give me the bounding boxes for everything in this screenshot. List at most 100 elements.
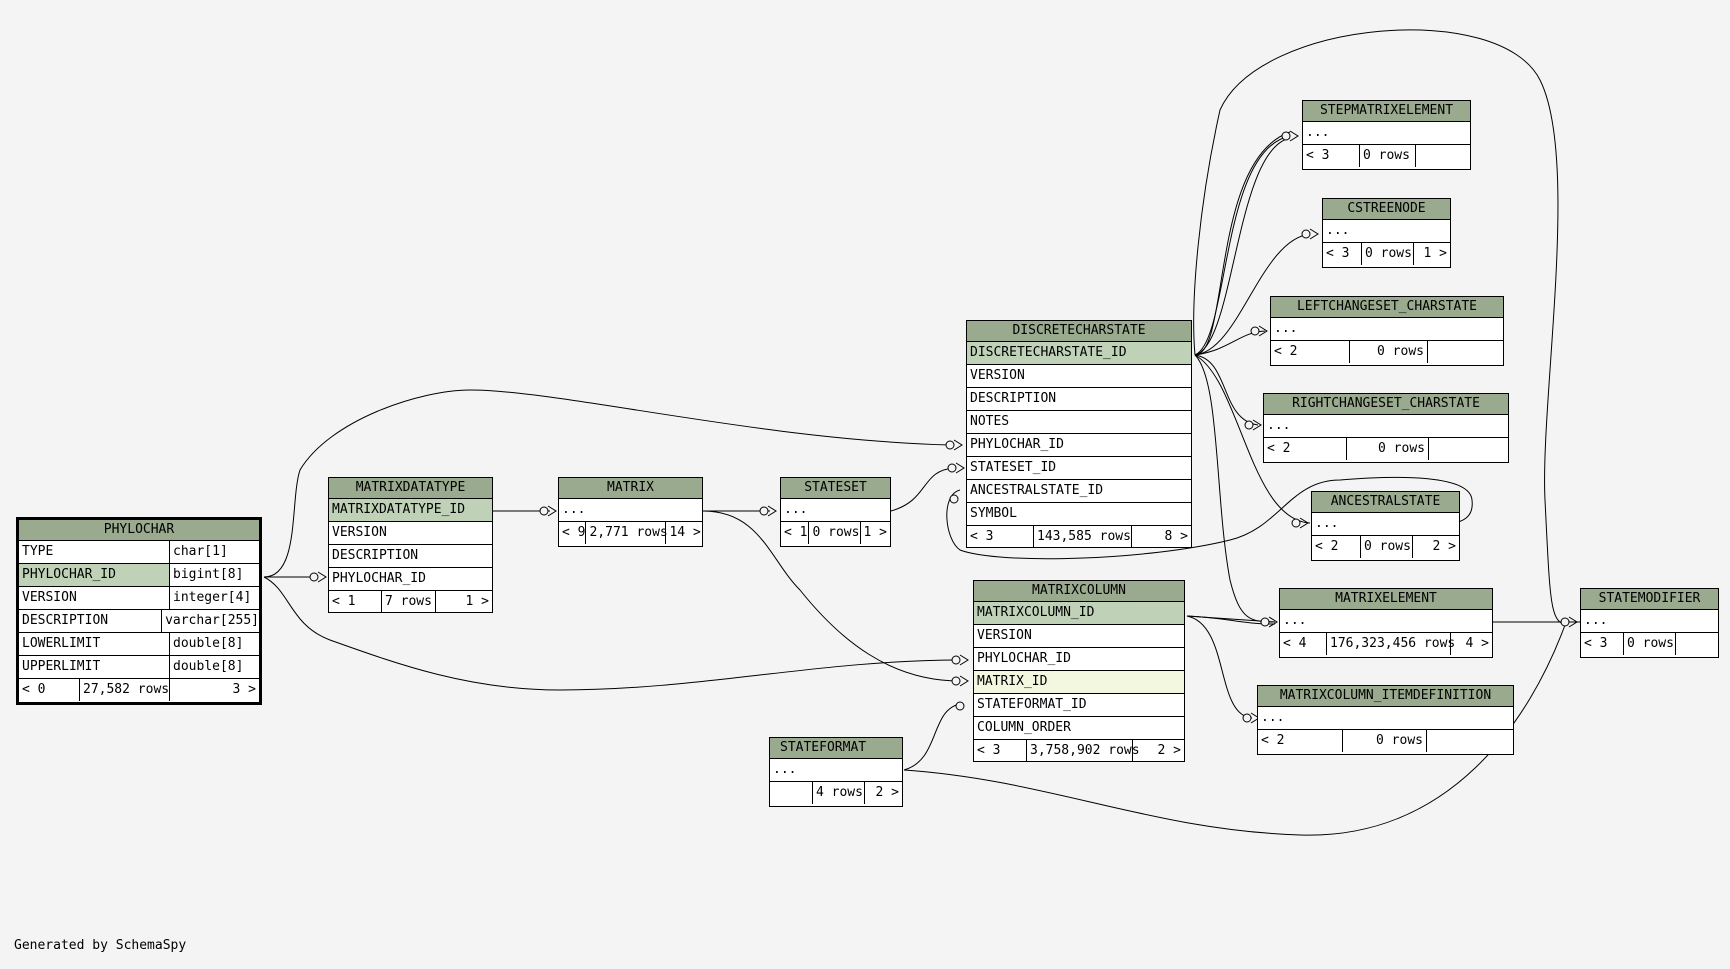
parents-link[interactable]: < 3 <box>1584 636 1608 651</box>
column-row[interactable]: PHYLOCHAR_ID <box>329 568 492 591</box>
column-name: ... <box>773 762 797 777</box>
column-row[interactable]: LOWERLIMIT double[8] <box>19 633 259 656</box>
table-title: DISCRETECHARSTATE <box>967 321 1191 342</box>
column-row[interactable]: ... <box>1264 415 1508 438</box>
relation-discretecharstate-stepmatrixelement <box>1194 135 1291 356</box>
column-row[interactable]: ... <box>1312 513 1459 536</box>
children-link[interactable]: 4 > <box>1450 633 1492 655</box>
parents-link[interactable]: < 1 <box>332 594 356 609</box>
table-footer: < 2 0 rows 2 > <box>1312 536 1459 558</box>
parents-link[interactable]: < 3 <box>970 529 994 544</box>
column-row[interactable]: SYMBOL <box>967 503 1191 526</box>
parents-link[interactable]: < 4 <box>1283 636 1307 651</box>
table-cstreenode[interactable]: CSTREENODE ... < 3 0 rows 1 > <box>1322 198 1451 268</box>
children-link[interactable] <box>1415 145 1470 167</box>
column-row[interactable]: ... <box>1271 318 1503 341</box>
column-type: double[8] <box>169 656 259 678</box>
table-title: STATESET <box>781 478 890 499</box>
table-title: MATRIXCOLUMN_ITEMDEFINITION <box>1258 686 1513 707</box>
parents-link[interactable]: < 2 <box>1274 344 1298 359</box>
column-row[interactable]: PHYLOCHAR_ID bigint[8] <box>19 564 259 587</box>
column-row[interactable]: ... <box>1303 122 1470 145</box>
column-row[interactable]: ... <box>1581 610 1718 633</box>
column-row[interactable]: PHYLOCHAR_ID <box>967 434 1191 457</box>
table-rightchangeset-charstate[interactable]: RIGHTCHANGESET_CHARSTATE ... < 2 0 rows <box>1263 393 1509 463</box>
parents-link[interactable]: < 2 <box>1315 539 1339 554</box>
column-row[interactable]: COLUMN_ORDER <box>974 717 1184 740</box>
children-link[interactable]: 14 > <box>665 522 703 544</box>
table-phylochar[interactable]: PHYLOCHAR TYPE char[1] PHYLOCHAR_ID bigi… <box>16 517 262 705</box>
column-row[interactable]: ... <box>1258 707 1513 730</box>
table-discretecharstate[interactable]: DISCRETECHARSTATE DISCRETECHARSTATE_ID V… <box>966 320 1192 548</box>
generated-by-label: Generated by SchemaSpy <box>14 938 187 953</box>
table-matrixelement[interactable]: MATRIXELEMENT ... < 4 176,323,456 rows 4… <box>1279 588 1493 658</box>
children-link[interactable] <box>1427 341 1503 363</box>
column-row[interactable]: UPPERLIMIT double[8] <box>19 656 259 679</box>
children-link[interactable]: 3 > <box>169 679 259 701</box>
table-matrixdatatype[interactable]: MATRIXDATATYPE MATRIXDATATYPE_ID VERSION… <box>328 477 493 613</box>
table-footer: < 3 143,585 rows 8 > <box>967 526 1191 548</box>
relation-discretecharstate-statemodifier <box>1193 29 1566 626</box>
column-row[interactable]: VERSION integer[4] <box>19 587 259 610</box>
row-count: 7 rows <box>381 591 435 613</box>
relation-phylochar-discretecharstate <box>263 389 951 578</box>
children-link[interactable] <box>1675 633 1718 655</box>
table-matrixcolumn[interactable]: MATRIXCOLUMN MATRIXCOLUMN_ID VERSION PHY… <box>973 580 1185 762</box>
column-row[interactable]: ANCESTRALSTATE_ID <box>967 480 1191 503</box>
children-link[interactable] <box>1426 730 1513 752</box>
parents-link[interactable]: < 3 <box>977 743 1001 758</box>
parents-link[interactable]: < 3 <box>1306 148 1330 163</box>
relation-matrixcolumn-itemdefinition <box>1186 615 1253 719</box>
parents-link[interactable]: < 0 <box>22 682 46 697</box>
column-row[interactable]: ... <box>781 499 890 522</box>
children-link[interactable]: 1 > <box>859 522 890 544</box>
column-row[interactable]: DESCRIPTION <box>329 545 492 568</box>
parents-link[interactable]: < 9 <box>562 525 586 540</box>
column-row[interactable]: STATESET_ID <box>967 457 1191 480</box>
column-row[interactable]: DESCRIPTION varchar[255] <box>19 610 259 633</box>
column-row[interactable]: ... <box>1323 220 1450 243</box>
column-row[interactable]: DESCRIPTION <box>967 388 1191 411</box>
parents-link[interactable]: < 3 <box>1326 246 1350 261</box>
table-footer: < 3 0 rows <box>1303 145 1470 167</box>
children-link[interactable]: 2 > <box>864 782 902 804</box>
table-leftchangeset-charstate[interactable]: LEFTCHANGESET_CHARSTATE ... < 2 0 rows <box>1270 296 1504 366</box>
column-row[interactable]: STATEFORMAT_ID <box>974 694 1184 717</box>
column-row[interactable]: VERSION <box>329 522 492 545</box>
parents-link[interactable] <box>770 782 812 804</box>
children-link[interactable]: 1 > <box>435 591 492 613</box>
parents-link[interactable]: < 1 <box>784 525 808 540</box>
column-name: PHYLOCHAR_ID <box>977 651 1071 666</box>
table-stepmatrixelement[interactable]: STEPMATRIXELEMENT ... < 3 0 rows <box>1302 100 1471 170</box>
highlighted-column-row[interactable]: MATRIX_ID <box>974 671 1184 694</box>
column-row[interactable]: TYPE char[1] <box>19 541 259 564</box>
primary-key-row[interactable]: MATRIXCOLUMN_ID <box>974 602 1184 625</box>
table-title: ANCESTRALSTATE <box>1312 492 1459 513</box>
primary-key-row[interactable]: DISCRETECHARSTATE_ID <box>967 342 1191 365</box>
column-name: ... <box>1261 710 1285 725</box>
column-name: ... <box>784 502 808 517</box>
column-row[interactable]: NOTES <box>967 411 1191 434</box>
parents-link[interactable]: < 2 <box>1261 733 1285 748</box>
table-matrixcolumn-itemdefinition[interactable]: MATRIXCOLUMN_ITEMDEFINITION ... < 2 0 ro… <box>1257 685 1514 755</box>
children-link[interactable]: 2 > <box>1412 536 1459 558</box>
table-statemodifier[interactable]: STATEMODIFIER ... < 3 0 rows <box>1580 588 1719 658</box>
column-row[interactable]: ... <box>559 499 702 522</box>
children-link[interactable] <box>1428 438 1508 460</box>
primary-key-row[interactable]: MATRIXDATATYPE_ID <box>329 499 492 522</box>
children-link[interactable]: 8 > <box>1131 526 1191 548</box>
column-row[interactable]: VERSION <box>974 625 1184 648</box>
column-name: ... <box>1315 516 1339 531</box>
column-row[interactable]: ... <box>1280 610 1492 633</box>
children-link[interactable]: 1 > <box>1413 243 1450 265</box>
column-row[interactable]: PHYLOCHAR_ID <box>974 648 1184 671</box>
children-link[interactable]: 2 > <box>1132 740 1184 762</box>
column-row[interactable]: VERSION <box>967 365 1191 388</box>
parents-link[interactable]: < 2 <box>1267 441 1291 456</box>
table-matrix[interactable]: MATRIX ... < 9 2,771 rows 14 > <box>558 477 703 547</box>
column-row[interactable]: ... <box>770 759 902 782</box>
table-stateset[interactable]: STATESET ... < 1 0 rows 1 > <box>780 477 891 547</box>
table-stateformat[interactable]: STATEFORMAT ... 4 rows 2 > <box>769 737 903 807</box>
table-ancestralstate[interactable]: ANCESTRALSTATE ... < 2 0 rows 2 > <box>1311 491 1460 561</box>
table-title: LEFTCHANGESET_CHARSTATE <box>1271 297 1503 318</box>
